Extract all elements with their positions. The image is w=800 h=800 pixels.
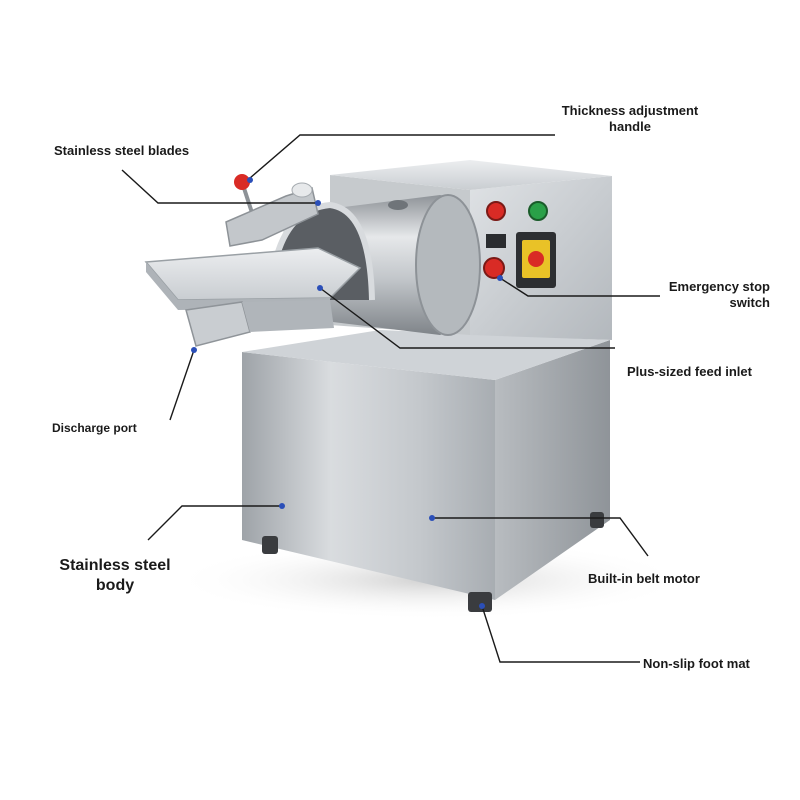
thickness-handle-knob [234,174,250,190]
label-body-line2: body [95,577,135,594]
marker-dots [191,177,503,609]
foot-right [590,512,604,528]
main-switch-knob [528,251,544,267]
emergency-stop-button [483,257,505,279]
label-non-slip-foot-mat: Non-slip foot mat [643,656,750,672]
base-cabinet-side [495,340,610,600]
feed-tray [144,247,362,301]
base-cabinet-top [242,330,610,380]
foot-front [468,592,492,612]
control-box-top [330,160,612,190]
label-emergency-line1: Emergency stop [668,279,770,294]
dot-motor [429,515,435,521]
label-foot-mat-text: Non-slip foot mat [643,656,750,671]
leader-foot-mat [481,605,640,663]
foot-left [262,536,278,554]
label-stainless-steel-blades: Stainless steel blades [54,143,189,159]
label-discharge-text: Discharge port [52,421,137,435]
label-emergency-stop-switch: Emergency stop switch [630,279,770,311]
leader-feed-inlet [319,287,615,349]
dot-feed-inlet [317,285,323,291]
leader-lines [121,134,660,663]
discharge-chute [185,301,251,347]
label-emergency-line2: switch [729,295,770,310]
label-built-in-belt-motor: Built-in belt motor [588,571,700,587]
leader-body [147,505,282,541]
leader-motor [432,517,649,557]
drum-top-port [388,200,408,210]
leader-discharge [169,349,195,421]
blade-knob-round [291,182,313,198]
dot-emergency [497,275,503,281]
label-stainless-steel-body: Stainless steel body [40,556,190,596]
dot-discharge [191,347,197,353]
leader-blades [121,169,318,204]
label-thickness-line1: Thickness adjustment [561,103,699,118]
dot-foot-mat [479,603,485,609]
label-feed-inlet-text: Plus-sized feed inlet [627,364,752,379]
dot-blades [315,200,321,206]
label-blades-text: Stainless steel blades [54,143,190,158]
label-thickness-adjustment-handle: Thickness adjustment handle [545,103,715,135]
digital-display [486,234,506,248]
red-indicator-light [486,201,506,221]
dot-body [279,503,285,509]
discharge-chute-side [242,300,334,332]
drum-end-cap [415,194,481,336]
label-thickness-line2: handle [609,119,651,134]
leader-thickness [249,134,555,179]
label-feed-inlet: Plus-sized feed inlet [627,364,752,380]
label-motor-text: Built-in belt motor [588,571,700,586]
dot-thickness [247,177,253,183]
label-discharge-port: Discharge port [52,420,137,436]
label-body-line1: Stainless steel [59,557,171,574]
base-cabinet-front [242,352,495,600]
green-indicator-light [528,201,548,221]
leader-emergency [499,277,660,297]
